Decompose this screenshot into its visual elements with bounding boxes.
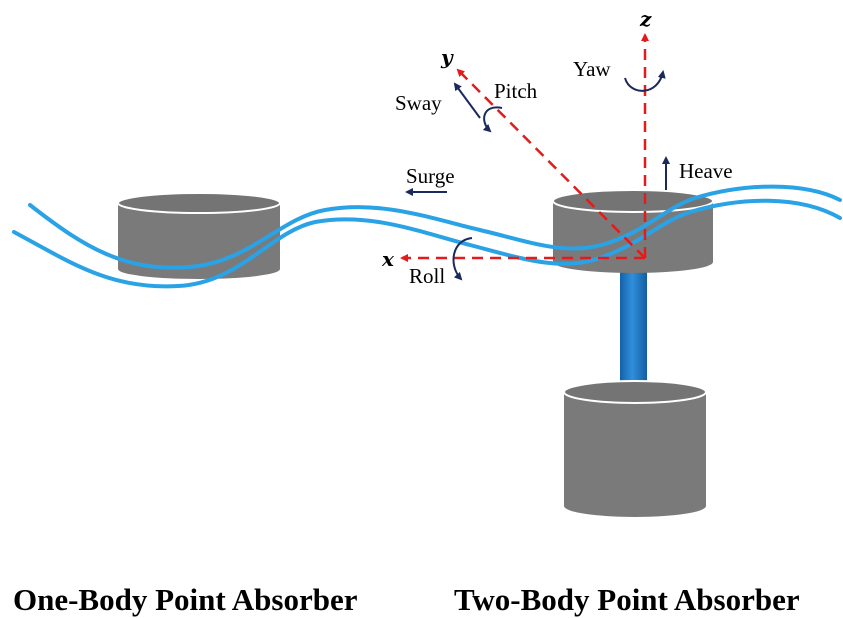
roll-label: Roll	[409, 264, 445, 288]
heave-label: Heave	[679, 159, 733, 183]
surge-label: Surge	[406, 164, 455, 188]
one-body-caption: One-Body Point Absorber	[13, 582, 358, 617]
wave-line-back	[28, 184, 842, 270]
two-body-caption: Two-Body Point Absorber	[454, 582, 800, 617]
y-axis-line	[456, 68, 646, 259]
y-axis-label: y	[440, 45, 454, 69]
pitch-arrow	[482, 106, 503, 133]
wave-lines	[12, 184, 842, 289]
yaw-label: Yaw	[573, 57, 611, 81]
two-body-reaction-plate	[563, 380, 707, 517]
one-body-buoy	[117, 192, 281, 279]
x-axis-label: x	[381, 247, 395, 271]
roll-arrow	[452, 237, 473, 281]
yaw-arrow	[624, 70, 666, 92]
motion-arrows	[405, 70, 670, 281]
pitch-label: Pitch	[494, 79, 538, 103]
sway-arrow	[453, 82, 481, 119]
wave-line-front	[12, 198, 842, 289]
sway-label: Sway	[395, 91, 442, 115]
two-body-spar	[620, 268, 647, 392]
z-axis-label: z	[639, 7, 652, 31]
coordinate-axes	[400, 33, 649, 262]
